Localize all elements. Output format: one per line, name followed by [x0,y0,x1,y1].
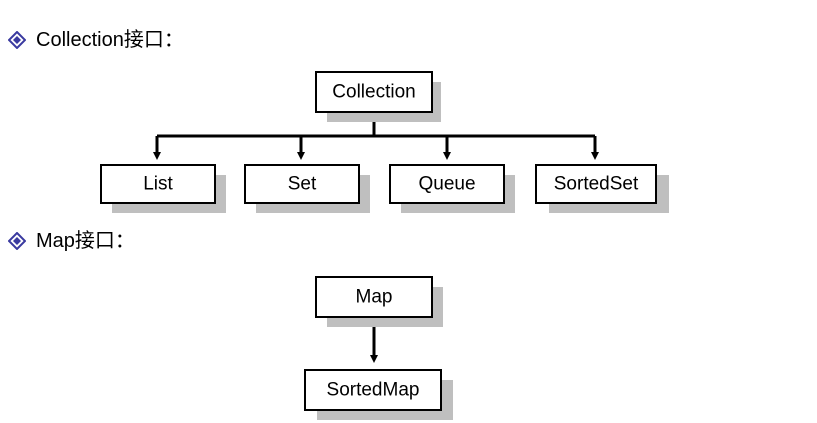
node-queue: Queue [389,164,515,213]
node-map-label: Map [356,287,393,308]
node-list: List [100,164,226,213]
collection-section-heading: Collection接口： [8,28,184,52]
node-collection-label: Collection [332,82,415,103]
node-sortedset-label: SortedSet [554,174,639,195]
diamond-bullet-icon [8,232,26,250]
node-sortedmap: SortedMap [304,369,453,420]
diamond-bullet-icon [8,31,26,49]
map-heading-text: Map接口： [36,230,135,252]
node-set: Set [244,164,370,213]
node-sortedset: SortedSet [535,164,669,213]
node-sortedmap-label: SortedMap [327,380,420,401]
collection-tree-edges [153,111,599,160]
node-queue-label: Queue [418,174,475,195]
node-collection: Collection [315,71,441,122]
map-section-heading: Map接口： [8,229,135,253]
node-list-label: List [143,174,173,195]
node-set-label: Set [288,174,317,195]
node-map: Map [315,276,443,327]
collection-heading-text: Collection接口： [36,29,184,51]
